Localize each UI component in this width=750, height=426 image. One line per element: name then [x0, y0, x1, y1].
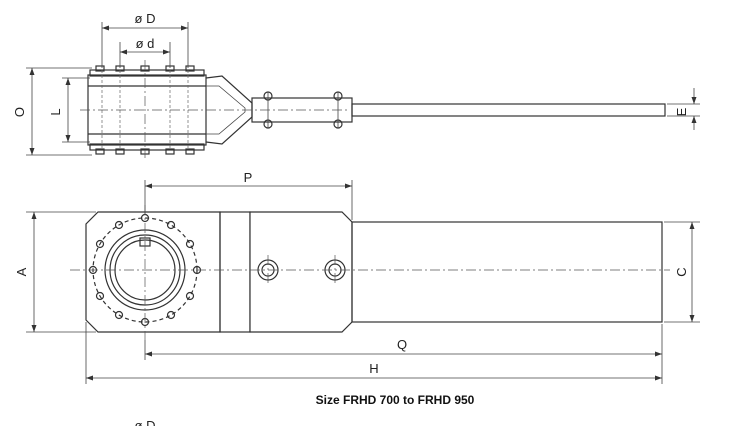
label-E: E [674, 107, 689, 116]
plan-dimensions [26, 180, 700, 384]
label-L: L [48, 108, 63, 115]
label-outer-diameter: ø D [135, 11, 156, 26]
label-A: A [14, 267, 29, 276]
drawing-caption: Size FRHD 700 to FRHD 950 [316, 393, 475, 407]
label-C: C [674, 267, 689, 276]
label-partial-diameter: ø D [135, 418, 156, 426]
label-O: O [12, 107, 27, 117]
side-view [80, 60, 666, 158]
plan-view [70, 205, 670, 340]
label-inner-diameter: ø d [136, 36, 155, 51]
label-P: P [244, 170, 253, 185]
side-dimensions [26, 22, 700, 156]
label-H: H [369, 361, 378, 376]
label-Q: Q [397, 337, 407, 352]
